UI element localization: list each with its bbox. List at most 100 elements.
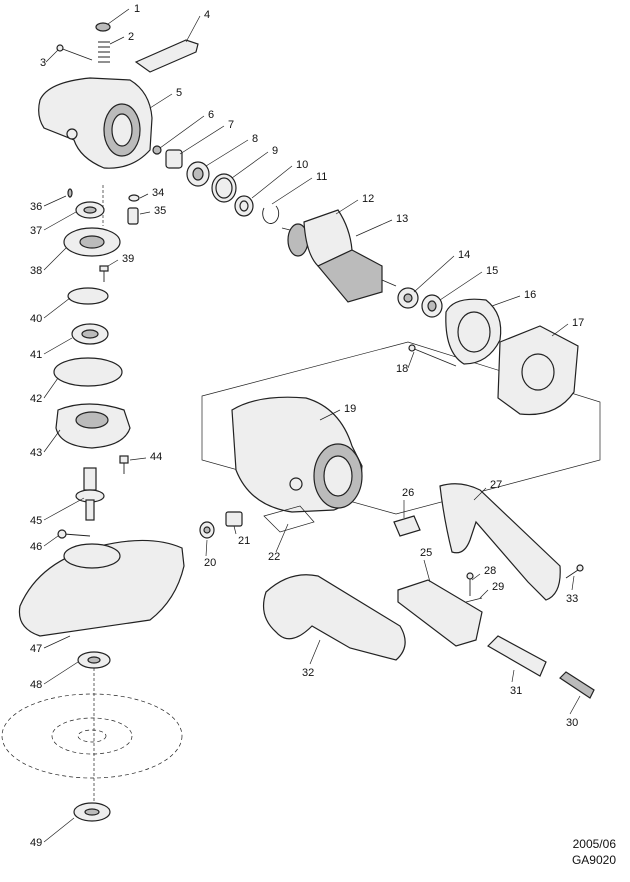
leader-line-32 xyxy=(309,639,321,665)
leader-line-31 xyxy=(511,669,515,683)
leader-line-4 xyxy=(185,15,201,43)
part-label-4: 4 xyxy=(204,9,210,21)
assembly-outline xyxy=(201,341,601,515)
part-label-44: 44 xyxy=(150,451,162,463)
part-label-16: 16 xyxy=(524,289,536,301)
leader-line-15 xyxy=(439,271,483,301)
leader-line-3 xyxy=(45,49,59,63)
leader-line-21 xyxy=(233,525,237,535)
leader-line-1 xyxy=(107,8,130,25)
leader-line-25 xyxy=(423,559,431,583)
leader-line-42 xyxy=(43,377,59,399)
part-label-8: 8 xyxy=(252,133,258,145)
leader-line-39 xyxy=(107,259,119,267)
part-label-2: 2 xyxy=(128,31,134,43)
leader-line-44 xyxy=(129,457,147,461)
leader-line-9 xyxy=(231,151,269,179)
leader-line-16 xyxy=(491,295,521,307)
leader-line-17 xyxy=(551,323,569,337)
part-label-1: 1 xyxy=(134,3,140,15)
part-label-40: 40 xyxy=(30,313,42,325)
part-label-6: 6 xyxy=(208,109,214,121)
leader-line-18 xyxy=(407,351,415,369)
part-label-48: 48 xyxy=(30,679,42,691)
part-label-26: 26 xyxy=(402,487,414,499)
part-label-38: 38 xyxy=(30,265,42,277)
leader-line-11 xyxy=(271,177,313,205)
leader-line-48 xyxy=(43,661,79,685)
part-label-25: 25 xyxy=(420,547,432,559)
part-label-33: 33 xyxy=(566,593,578,605)
part-label-39: 39 xyxy=(122,253,134,265)
leader-line-8 xyxy=(205,139,249,167)
leader-line-5 xyxy=(149,93,173,109)
leader-line-12 xyxy=(335,199,359,215)
part-label-9: 9 xyxy=(272,145,278,157)
leader-line-29 xyxy=(479,589,489,599)
part-label-15: 15 xyxy=(486,265,498,277)
motor-housing xyxy=(231,396,363,513)
part-label-41: 41 xyxy=(30,349,42,361)
leader-line-7 xyxy=(179,125,225,155)
leader-line-34 xyxy=(139,193,149,199)
part-label-21: 21 xyxy=(238,535,250,547)
part-label-47: 47 xyxy=(30,643,42,655)
leader-line-45 xyxy=(43,497,85,521)
part-label-43: 43 xyxy=(30,447,42,459)
leader-line-36 xyxy=(43,195,67,207)
part-label-45: 45 xyxy=(30,515,42,527)
part-label-10: 10 xyxy=(296,159,308,171)
leader-line-47 xyxy=(43,635,71,649)
leader-line-35 xyxy=(139,211,151,215)
revision-date: 2005/06 xyxy=(572,837,616,851)
leader-line-46 xyxy=(43,535,59,547)
leader-line-38 xyxy=(43,247,67,271)
part-label-29: 29 xyxy=(492,581,504,593)
leader-line-20 xyxy=(205,539,208,557)
leader-line-33 xyxy=(571,575,575,591)
part-label-22: 22 xyxy=(268,551,280,563)
part-label-35: 35 xyxy=(154,205,166,217)
part-label-34: 34 xyxy=(152,187,164,199)
leader-line-49 xyxy=(43,817,75,843)
part-label-11: 11 xyxy=(316,171,327,183)
leader-line-40 xyxy=(43,297,71,319)
part-label-7: 7 xyxy=(228,119,234,131)
part-label-31: 31 xyxy=(510,685,522,697)
part-label-18: 18 xyxy=(396,363,408,375)
leader-lines xyxy=(43,8,581,843)
model-number: GA9020 xyxy=(571,853,616,867)
part-label-17: 17 xyxy=(572,317,584,329)
leader-line-19 xyxy=(319,409,341,421)
part-label-20: 20 xyxy=(204,557,216,569)
leader-line-37 xyxy=(43,211,77,231)
leader-line-13 xyxy=(355,219,393,237)
leader-line-27 xyxy=(473,487,487,501)
leader-line-6 xyxy=(159,115,205,149)
part-label-42: 42 xyxy=(30,393,42,405)
part-label-3: 3 xyxy=(40,57,46,69)
leader-line-14 xyxy=(413,255,455,293)
part-label-46: 46 xyxy=(30,541,42,553)
part-label-14: 14 xyxy=(458,249,470,261)
leader-line-43 xyxy=(43,429,61,453)
spindle-stack xyxy=(1,185,185,822)
part-label-37: 37 xyxy=(30,225,42,237)
part-label-28: 28 xyxy=(484,565,496,577)
part-label-12: 12 xyxy=(362,193,374,205)
leader-line-30 xyxy=(569,695,581,715)
leader-line-28 xyxy=(471,573,481,581)
part-label-30: 30 xyxy=(566,717,578,729)
leader-line-2 xyxy=(109,36,125,45)
part-label-36: 36 xyxy=(30,201,42,213)
part-label-27: 27 xyxy=(490,479,502,491)
part-label-13: 13 xyxy=(396,213,408,225)
part-label-32: 32 xyxy=(302,667,314,679)
part-label-19: 19 xyxy=(344,403,356,415)
gear-housing-group xyxy=(38,22,280,224)
leader-line-22 xyxy=(275,523,289,553)
leader-line-10 xyxy=(251,165,293,199)
leader-line-41 xyxy=(43,337,73,355)
